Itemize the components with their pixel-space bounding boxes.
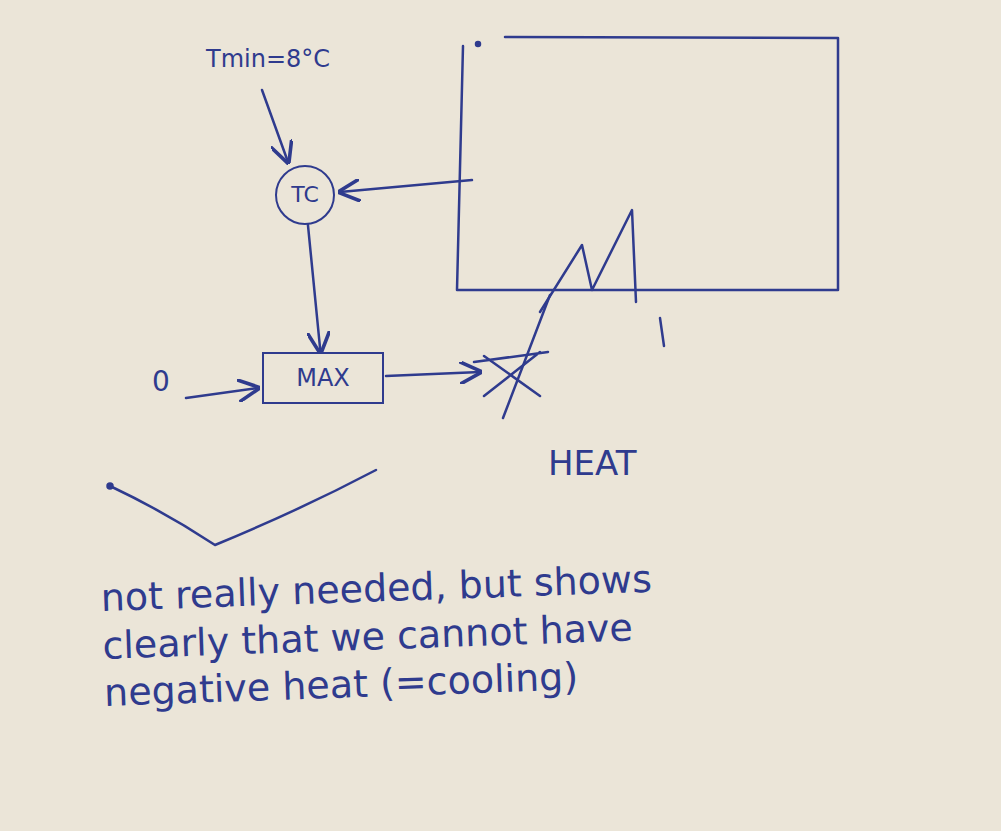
zero-input: 0 [152,364,170,399]
controller-circle: TC [275,165,335,225]
heater-lead [660,318,664,346]
tank-outline [457,37,838,290]
heater-element [540,210,636,312]
ink-dot [476,42,480,46]
ink-dot [108,484,113,489]
zero-arrow [186,388,258,398]
setpoint-label: Tmin=8°C [206,44,330,74]
signal-arrow [308,225,321,352]
bracket-line [110,470,376,545]
node-text: MAX [296,366,350,390]
handwritten-note: not really needed, but shows clearly tha… [100,551,785,717]
heat-label: HEAT [548,442,636,485]
node-text: TC [291,184,319,206]
measurement-arrow [340,180,472,192]
max-selector-box: MAX [262,352,384,404]
output-arrow [386,372,480,376]
valve-symbol [474,352,548,396]
setpoint-arrow [262,90,288,162]
